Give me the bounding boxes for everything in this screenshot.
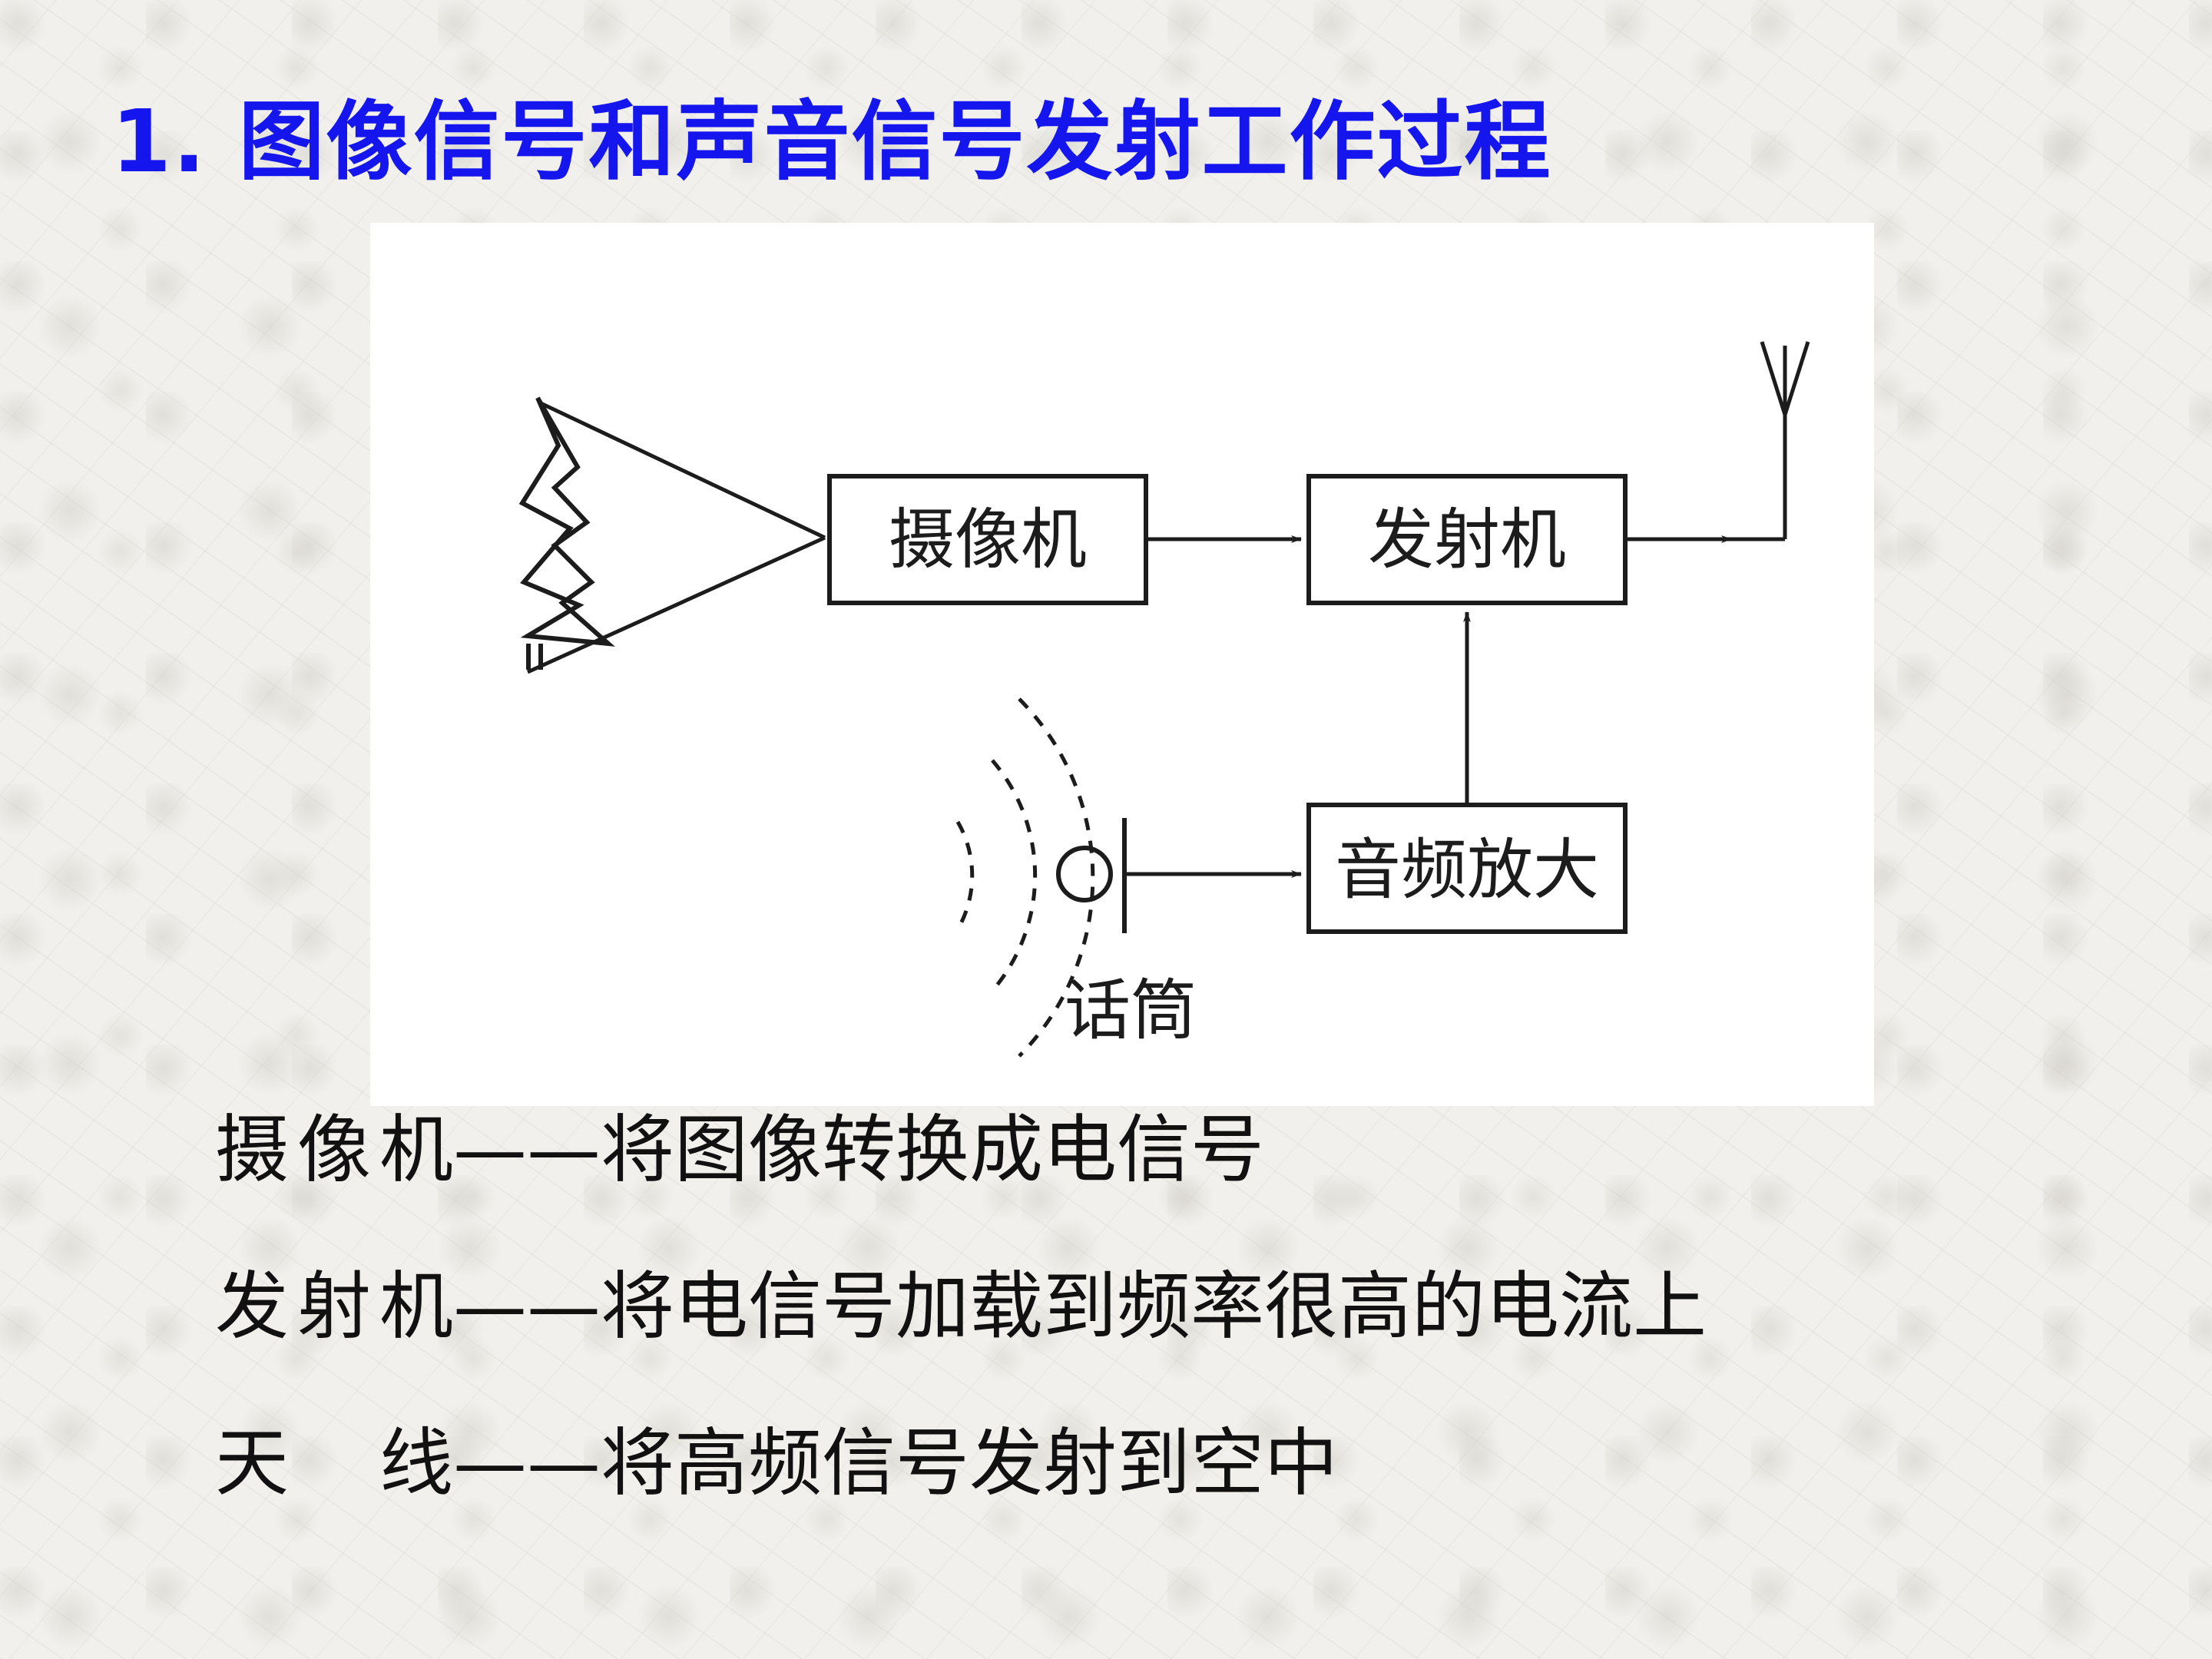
audio-amplifier-box [1306, 803, 1628, 934]
transmitter-block: 发射机 [1306, 474, 1628, 605]
page-title: 1. 图像信号和声音信号发射工作过程 [111, 92, 1552, 192]
audio-amplifier-label: 音频放大 [1335, 832, 1599, 909]
tree-icon [518, 396, 615, 670]
description-term: 天 线 [215, 1420, 453, 1506]
light-cone [526, 401, 826, 674]
sound-waves-icon [955, 697, 1095, 1058]
description-dash: —— [453, 1420, 601, 1506]
transmitter-label: 发射机 [1368, 502, 1566, 578]
description-term: 摄像机 [215, 1107, 453, 1193]
camera-block: 摄像机 [827, 474, 1148, 605]
diagram-canvas: 摄像机 发射机 音频放大 [518, 341, 1810, 1058]
description-text: 将电信号加载到频率很高的电流上 [601, 1263, 1707, 1349]
description-text: 将高频信号发射到空中 [601, 1420, 1338, 1506]
audio-amplifier-block: 音频放大 [1306, 803, 1628, 934]
transmission-diagram: 摄像机 发射机 音频放大 [370, 223, 1874, 1106]
antenna-icon [1731, 341, 1810, 541]
description-camera: 摄像机——将图像转换成电信号 [215, 1106, 1264, 1194]
description-term: 发射机 [215, 1263, 453, 1349]
microphone-label: 话筒 [1065, 972, 1197, 1049]
description-dash: —— [453, 1263, 601, 1349]
description-dash: —— [453, 1107, 601, 1193]
description-antenna: 天 线——将高频信号发射到空中 [215, 1419, 1338, 1508]
description-text: 将图像转换成电信号 [601, 1107, 1264, 1193]
camera-label: 摄像机 [889, 502, 1087, 578]
description-transmitter: 发射机——将电信号加载到频率很高的电流上 [215, 1263, 1707, 1351]
